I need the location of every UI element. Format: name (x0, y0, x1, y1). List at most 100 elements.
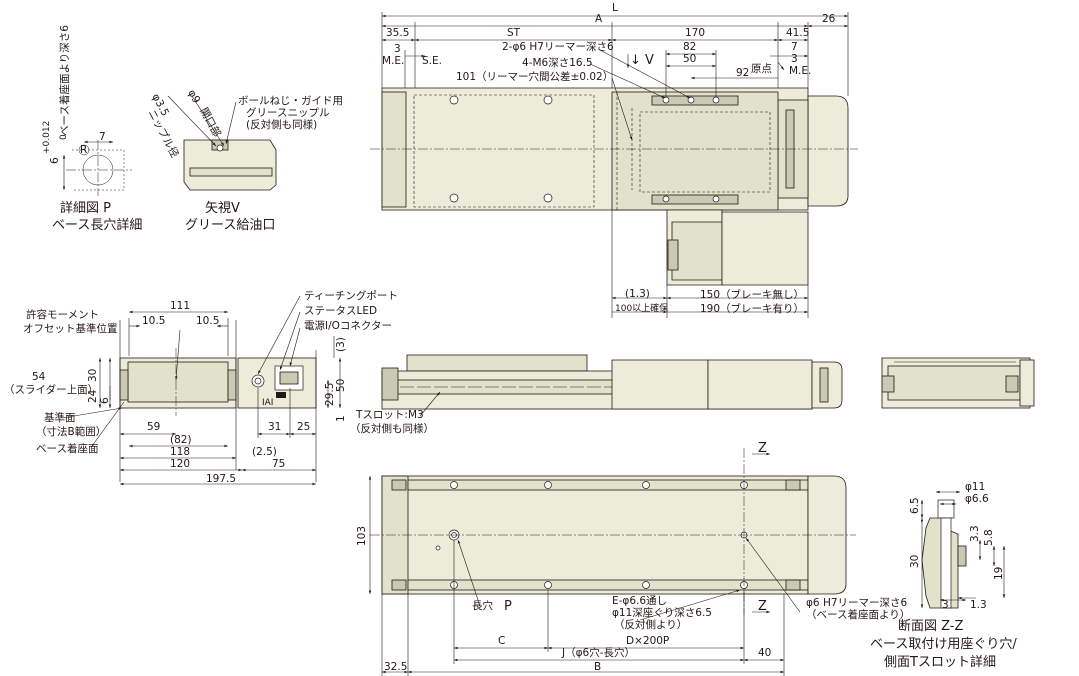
phi-6-tol: 6 (49, 157, 61, 164)
power-conn-label: 電源I/Oコネクター (304, 319, 392, 332)
dim-19: 19 (993, 567, 1005, 580)
opening-label: 開口部 (197, 105, 223, 139)
ream-hole-label: 2-φ6 H7リーマー深さ6 (502, 41, 614, 53)
r-label: R (80, 144, 87, 156)
cbore-label: φ11深座ぐり深さ6.5 (612, 606, 712, 619)
side-view: Tスロット:M3 （反対側も同様） (350, 354, 843, 435)
tslot-label: Tスロット:M3 (355, 409, 424, 421)
e-holes-label: E-φ6.6通し (612, 595, 667, 607)
section-subtitle-2: 側面Tスロット詳細 (884, 654, 996, 670)
depth-note: ベース着座面より深さ6 (58, 25, 71, 136)
dim-b: B (594, 661, 601, 673)
detail-p: R 7 6 +0.012 0 ベース着座面より深さ6 詳細図 P ベース長穴詳細 (42, 25, 142, 233)
dim-31: 31 (268, 421, 281, 433)
dim-30-section: 30 (909, 555, 921, 568)
dim-ST: ST (507, 27, 521, 39)
dim-6: 6 (99, 397, 111, 404)
tol-lower: 0 (59, 134, 69, 140)
top-view (370, 12, 858, 318)
section-zz: φ11 φ6.6 6.5 3.3 5.8 30 19 3 1.3 断面図 Z-Z… (870, 481, 1017, 670)
me-left: M.E. (382, 55, 404, 67)
top-view-labels: L A 26 35.5 ST 170 41.5 3 M.E. S.E. 2-φ6… (382, 2, 836, 315)
dim-c: C (498, 635, 505, 647)
dim-3-left: 3 (394, 43, 401, 55)
same-side-label: (反対側も同様) (246, 118, 317, 131)
dim-120: 120 (170, 458, 190, 470)
dim-2-5: (2.5) (252, 446, 277, 458)
dim-3-right: 3 (791, 53, 798, 65)
dim-dx200p: D×200P (626, 635, 669, 647)
offset-pos-label: オフセット基準位置 (23, 322, 118, 335)
dim-41-5: 41.5 (786, 27, 809, 39)
dim-j: J（φ6穴-長穴） (561, 646, 635, 659)
dim-170: 170 (685, 27, 705, 39)
dim-L: L (612, 2, 618, 14)
view-v-arrow: ↓ V (630, 53, 654, 68)
dim-3-paren: (3) (335, 337, 347, 352)
from-back-label: （反対側より） (614, 618, 687, 631)
dim-1: 1 (335, 415, 347, 422)
ref-face-label: 基準面 (44, 411, 76, 424)
tslot-same-label: （反対側も同様） (350, 422, 434, 435)
dim-1-3-section: 1.3 (970, 599, 987, 611)
bottom-view-labels: Z Z 103 長穴 P E-φ6.6通し φ11深座ぐり深さ6.5 （反対側よ… (356, 441, 910, 673)
dim-10-5-b: 10.5 (196, 315, 219, 327)
dim-40: 40 (758, 647, 771, 659)
dim-35-5: 35.5 (386, 27, 409, 39)
dim-82-paren: (82) (170, 434, 192, 446)
detail-p-subtitle: ベース長穴詳細 (52, 217, 142, 233)
dim-5-8: 5.8 (983, 529, 995, 546)
section-title: 断面図 Z-Z (898, 619, 964, 634)
ream-label: φ6 H7リーマー深さ6 (806, 597, 908, 609)
end-view-labels: 許容モーメント オフセット基準位置 111 10.5 10.5 54 （スライダ… (4, 289, 398, 485)
dim-118: 118 (170, 446, 190, 458)
iai-logo: IAI (262, 398, 273, 408)
dim-29-5: 29.5 (324, 383, 336, 406)
tol-101-label: 101（リーマー穴間公差±0.02） (456, 70, 613, 83)
dim-10-5-a: 10.5 (142, 315, 165, 327)
phi-9: φ9 (185, 88, 202, 106)
dim-59: 59 (147, 421, 160, 433)
dim-197-5: 197.5 (206, 473, 236, 485)
range-b-label: （寸法B範囲） (36, 425, 106, 438)
dim-6-5: 6.5 (909, 497, 921, 514)
bottom-view (368, 448, 856, 676)
dim-82: 82 (683, 41, 696, 53)
allow-moment-label: 許容モーメント (26, 308, 99, 321)
teaching-port-label: ティーチングポート (304, 289, 398, 302)
dim-26: 26 (822, 13, 836, 25)
end-view: IAI (61, 295, 342, 486)
dim-54: 54 (32, 371, 46, 383)
view-v-subtitle: グリース給油口 (185, 218, 275, 233)
base-seat-label: ベース着座面 (36, 442, 98, 455)
dim-7: 7 (791, 41, 798, 53)
section-subtitle-1: ベース取付け用座ぐり穴/ (870, 637, 1017, 652)
dim-111: 111 (170, 300, 190, 312)
right-end-view (881, 357, 1035, 409)
dim-92: 92 (736, 67, 749, 79)
dim-24: 24 (87, 389, 99, 403)
me-right: M.E. (789, 65, 811, 77)
tol-upper: +0.012 (42, 121, 52, 154)
phi-11: φ11 (965, 481, 985, 493)
long-hole-label: 長穴 (472, 599, 493, 612)
dim-50-end: 50 (335, 379, 347, 392)
dim-3-3: 3.3 (969, 525, 981, 542)
min-100-label: 100以上確保 (615, 302, 668, 314)
detail-p-title: 詳細図 P (60, 200, 111, 216)
dim-30: 30 (87, 369, 99, 382)
dim-1-3: (1.3) (625, 288, 650, 300)
grease-nipple-label: グリースニップル (246, 106, 329, 119)
dim-50: 50 (683, 53, 696, 65)
origin-label: 原点 (751, 63, 772, 75)
dim-7-detail: 7 (99, 131, 106, 143)
dim-A: A (595, 13, 603, 25)
brake-none-label: 150（ブレーキ無し） (700, 288, 804, 301)
dim-103: 103 (356, 526, 368, 546)
ball-screw-label: ボールねじ・ガイド用 (238, 95, 343, 107)
view-v: φ3.5 ニップル径 φ9 開口部 ボールねじ・ガイド用 グリースニップル (反… (145, 88, 343, 233)
z-mark-top: Z (758, 441, 767, 456)
dim-25: 25 (297, 421, 310, 433)
slider-top-label: （スライダー上面） (4, 383, 98, 396)
